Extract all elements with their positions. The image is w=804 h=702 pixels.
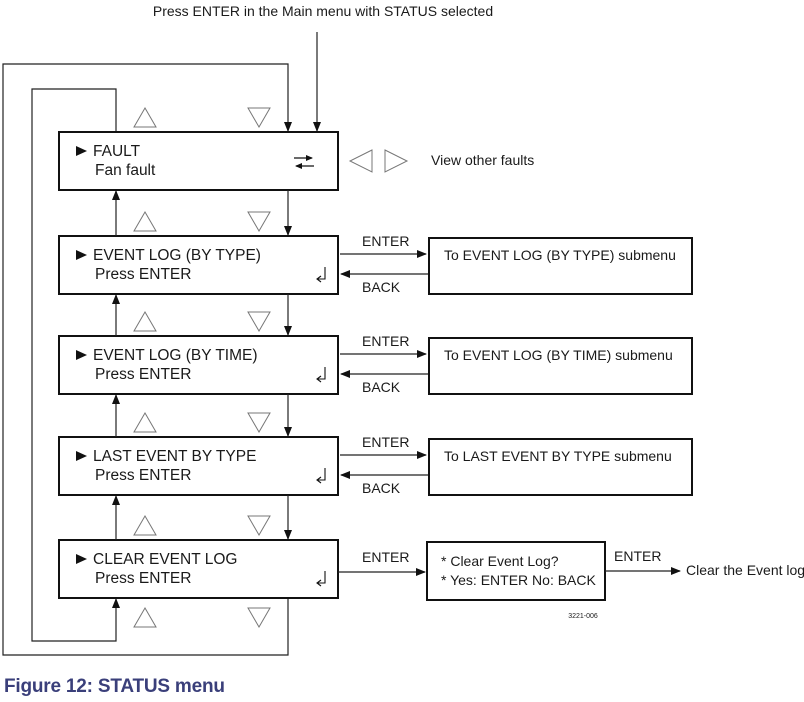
- menu-subtitle: Press ENTER: [95, 570, 191, 587]
- up-triangle-icon: [133, 515, 157, 536]
- enter-return-icon: [316, 267, 326, 283]
- submenu-text: To EVENT LOG (BY TIME) submenu: [444, 347, 673, 363]
- menu-item-1: FAULT Fan fault: [58, 107, 339, 191]
- figure-id: 3221-006: [568, 613, 598, 620]
- enter-label: ENTER: [362, 434, 409, 450]
- confirm-box: [426, 541, 606, 601]
- menu-item-5: CLEAR EVENT LOG Press ENTER: [58, 515, 339, 599]
- menu-title: FAULT: [93, 143, 141, 160]
- submenu-box: [428, 237, 693, 295]
- swap-arrows-icon: [294, 155, 314, 169]
- menu-box: [58, 335, 339, 395]
- up-triangle-icon: [133, 412, 157, 433]
- back-label: BACK: [362, 480, 401, 496]
- down-triangle-icon: [247, 107, 271, 128]
- submenu-link-1: ENTER BACK To EVENT LOG (BY TYPE) submenu: [340, 233, 693, 295]
- left-triangle-icon: [348, 149, 373, 173]
- pointer-icon: [76, 451, 87, 461]
- clear-enter-label: ENTER: [362, 549, 409, 565]
- pointer-icon: [76, 554, 87, 564]
- down-triangle-icon: [247, 412, 271, 433]
- submenu-link-2: ENTER BACK To EVENT LOG (BY TIME) submenu: [340, 333, 693, 395]
- up-triangle-icon: [133, 311, 157, 332]
- submenu-text: To LAST EVENT BY TYPE submenu: [444, 448, 672, 464]
- menu-title: LAST EVENT BY TYPE: [93, 448, 256, 465]
- down-triangle-icon: [247, 607, 271, 628]
- menu-title: EVENT LOG (BY TYPE): [93, 247, 261, 264]
- menu-subtitle: Press ENTER: [95, 467, 191, 484]
- confirm-line-1: * Clear Event Log?: [441, 553, 559, 569]
- menu-subtitle: Fan fault: [95, 162, 156, 179]
- enter-return-icon: [316, 468, 326, 484]
- enter-label: ENTER: [362, 233, 409, 249]
- submenu-box: [428, 438, 693, 496]
- entry-label: Press ENTER in the Main menu with STATUS…: [153, 3, 493, 19]
- down-triangle-icon: [247, 211, 271, 232]
- confirm-line-2: * Yes: ENTER No: BACK: [441, 572, 597, 588]
- pointer-icon: [76, 146, 87, 156]
- up-triangle-icon: [133, 211, 157, 232]
- menu-box: [58, 436, 339, 496]
- fault-nav-label: View other faults: [431, 152, 534, 168]
- up-triangle-icon: [133, 107, 157, 128]
- enter-label: ENTER: [362, 333, 409, 349]
- menu-subtitle: Press ENTER: [95, 266, 191, 283]
- down-triangle-icon: [247, 311, 271, 332]
- enter-return-icon: [316, 367, 326, 383]
- menu-title: CLEAR EVENT LOG: [93, 551, 237, 568]
- back-label: BACK: [362, 379, 401, 395]
- submenu-link-3: ENTER BACK To LAST EVENT BY TYPE submenu: [340, 434, 693, 496]
- menu-item-3: EVENT LOG (BY TIME) Press ENTER: [58, 311, 339, 395]
- menu-box: [58, 131, 339, 191]
- submenu-box: [428, 337, 693, 395]
- menu-subtitle: Press ENTER: [95, 366, 191, 383]
- inner-wrap-loop: [31, 88, 120, 642]
- menu-item-4: LAST EVENT BY TYPE Press ENTER: [58, 412, 339, 496]
- submenu-text: To EVENT LOG (BY TYPE) submenu: [444, 247, 676, 263]
- pointer-icon: [76, 250, 87, 260]
- menu-box: [58, 235, 339, 295]
- down-triangle-icon: [247, 515, 271, 536]
- confirm-enter-label: ENTER: [614, 548, 661, 564]
- final-action-label: Clear the Event log: [686, 562, 804, 578]
- menu-title: EVENT LOG (BY TIME): [93, 347, 258, 364]
- menu-item-2: EVENT LOG (BY TYPE) Press ENTER: [58, 211, 339, 295]
- outer-wrap-loop: [2, 63, 292, 656]
- figure-caption: Figure 12: STATUS menu: [4, 676, 225, 697]
- back-label: BACK: [362, 279, 401, 295]
- up-triangle-icon: [133, 607, 157, 628]
- menu-box: [58, 539, 339, 599]
- enter-return-icon: [316, 571, 326, 587]
- right-triangle-icon: [384, 149, 409, 173]
- pointer-icon: [76, 350, 87, 360]
